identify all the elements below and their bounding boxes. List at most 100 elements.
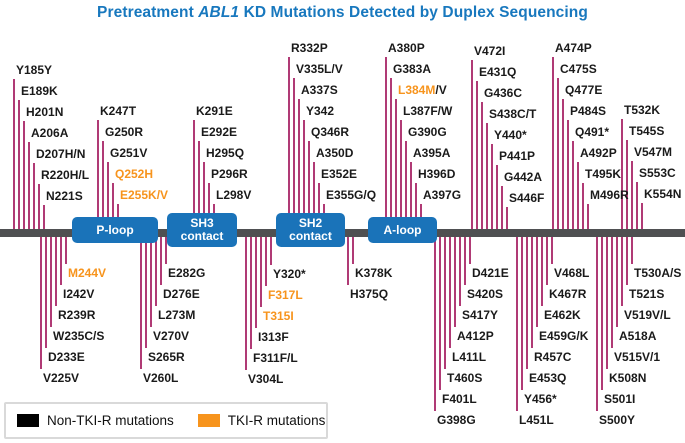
mutation-label: E255K/V bbox=[120, 188, 169, 202]
mutation-line bbox=[506, 207, 508, 229]
mutation-line bbox=[260, 237, 262, 307]
mutation-label: P441P bbox=[499, 149, 536, 163]
title-prefix: Pretreatment bbox=[97, 4, 199, 21]
mutation-label: V335L/V bbox=[296, 62, 343, 76]
mutation-line bbox=[313, 162, 315, 213]
mutation-line bbox=[323, 204, 325, 213]
mutation-line bbox=[476, 81, 478, 229]
mutation-line bbox=[40, 237, 42, 369]
mutation-label: E462K bbox=[544, 308, 581, 322]
mutation-label: V468L bbox=[554, 266, 590, 280]
mutation-line bbox=[102, 141, 104, 217]
mutation-line bbox=[405, 141, 407, 217]
mutation-line bbox=[140, 237, 142, 369]
mutation-label: E355G/Q bbox=[326, 188, 377, 202]
mutation-label: S438C/T bbox=[489, 107, 537, 121]
mutation-label: V472I bbox=[474, 44, 506, 58]
mutation-label: M244V bbox=[68, 266, 107, 280]
mutation-label: H201N bbox=[26, 105, 64, 119]
mutation-label: G436C bbox=[484, 86, 523, 100]
mutation-label: Q252H bbox=[115, 167, 154, 181]
mutation-label: V547M bbox=[634, 145, 673, 159]
mutation-label: T545S bbox=[629, 124, 665, 138]
mutation-line bbox=[601, 237, 603, 390]
mutation-label: L411L bbox=[452, 350, 487, 364]
title-suffix: KD Mutations Detected by Duplex Sequenci… bbox=[239, 4, 588, 21]
mutation-label: E352E bbox=[321, 167, 358, 181]
mutation-line bbox=[469, 237, 471, 264]
mutation-line bbox=[636, 182, 638, 229]
mutation-label: Q477E bbox=[565, 83, 603, 97]
mutation-label: N221S bbox=[46, 189, 83, 203]
mutation-label: L384M/V bbox=[398, 83, 447, 98]
mutation-line bbox=[208, 183, 210, 213]
mutation-label: A492P bbox=[580, 146, 617, 160]
mutation-label: S420S bbox=[467, 287, 504, 301]
mutation-label: L387F/W bbox=[403, 104, 453, 118]
mutation-line bbox=[572, 141, 574, 229]
mutation-line bbox=[203, 162, 205, 213]
mutation-label: T521S bbox=[629, 287, 665, 301]
domain-label: SH3 bbox=[190, 216, 214, 230]
mutation-line bbox=[245, 237, 247, 370]
mutation-line bbox=[631, 161, 633, 229]
domain-box-p-loop: P-loop bbox=[72, 217, 158, 243]
mutation-line bbox=[444, 237, 446, 369]
mutation-line bbox=[308, 141, 310, 213]
mutation-label: R239R bbox=[58, 308, 96, 322]
mutation-label: I313F bbox=[258, 330, 289, 344]
mutation-label: I242V bbox=[63, 287, 95, 301]
mutation-line bbox=[626, 237, 628, 285]
mutation-label: G398G bbox=[437, 413, 476, 427]
mutation-label: M496R bbox=[590, 188, 629, 202]
mutation-line bbox=[112, 183, 114, 217]
mutation-line bbox=[434, 237, 436, 411]
mutation-line bbox=[43, 205, 45, 229]
mutation-label: S553C bbox=[639, 166, 676, 180]
mutation-line bbox=[410, 162, 412, 217]
mutation-label: E292E bbox=[201, 125, 238, 139]
mutation-label: A474P bbox=[555, 41, 592, 55]
mutation-line bbox=[38, 184, 40, 229]
mutation-label: G251V bbox=[110, 146, 148, 160]
mutation-label: D276E bbox=[163, 287, 200, 301]
mutation-label: D421E bbox=[472, 266, 509, 280]
mutation-label: V225V bbox=[43, 371, 80, 385]
mutation-label: T530A/S bbox=[634, 266, 682, 280]
mutation-label: H396D bbox=[418, 167, 456, 181]
mutation-label: Y185Y bbox=[16, 63, 53, 77]
mutation-label: R220H/L bbox=[41, 168, 90, 182]
mutation-line bbox=[155, 237, 157, 306]
mutation-label: H375Q bbox=[350, 287, 389, 301]
mutation-line bbox=[415, 183, 417, 217]
mutation-label: K467R bbox=[549, 287, 587, 301]
mutation-label: L451L bbox=[519, 413, 554, 427]
mutation-line bbox=[536, 237, 538, 327]
mutation-line bbox=[596, 237, 598, 411]
mutation-line bbox=[491, 144, 493, 229]
mutation-line bbox=[303, 120, 305, 213]
mutation-label: K554N bbox=[644, 187, 682, 201]
mutation-line bbox=[97, 120, 99, 217]
mutation-line bbox=[486, 123, 488, 229]
mutation-label: E189K bbox=[21, 84, 58, 98]
mutation-label: T460S bbox=[447, 371, 483, 385]
domain-label: contact bbox=[289, 229, 332, 243]
mutation-label: G442A bbox=[504, 170, 543, 184]
domain-label: contact bbox=[180, 229, 224, 243]
mutation-line bbox=[318, 183, 320, 213]
mutation-line bbox=[45, 237, 47, 348]
mutation-label: S500Y bbox=[599, 413, 636, 427]
mutation-line bbox=[385, 57, 387, 217]
domain-label: A-loop bbox=[383, 222, 422, 237]
mutation-line bbox=[193, 120, 195, 213]
mutation-label: G250R bbox=[105, 125, 144, 139]
mutation-label: C475S bbox=[560, 62, 597, 76]
domain-label: SH2 bbox=[298, 216, 323, 230]
mutation-label: K247T bbox=[100, 104, 137, 118]
mutation-line bbox=[352, 237, 354, 264]
mutation-label: R457C bbox=[534, 350, 572, 364]
mutation-line bbox=[531, 237, 533, 348]
mutation-label: V515V/1 bbox=[614, 350, 661, 364]
